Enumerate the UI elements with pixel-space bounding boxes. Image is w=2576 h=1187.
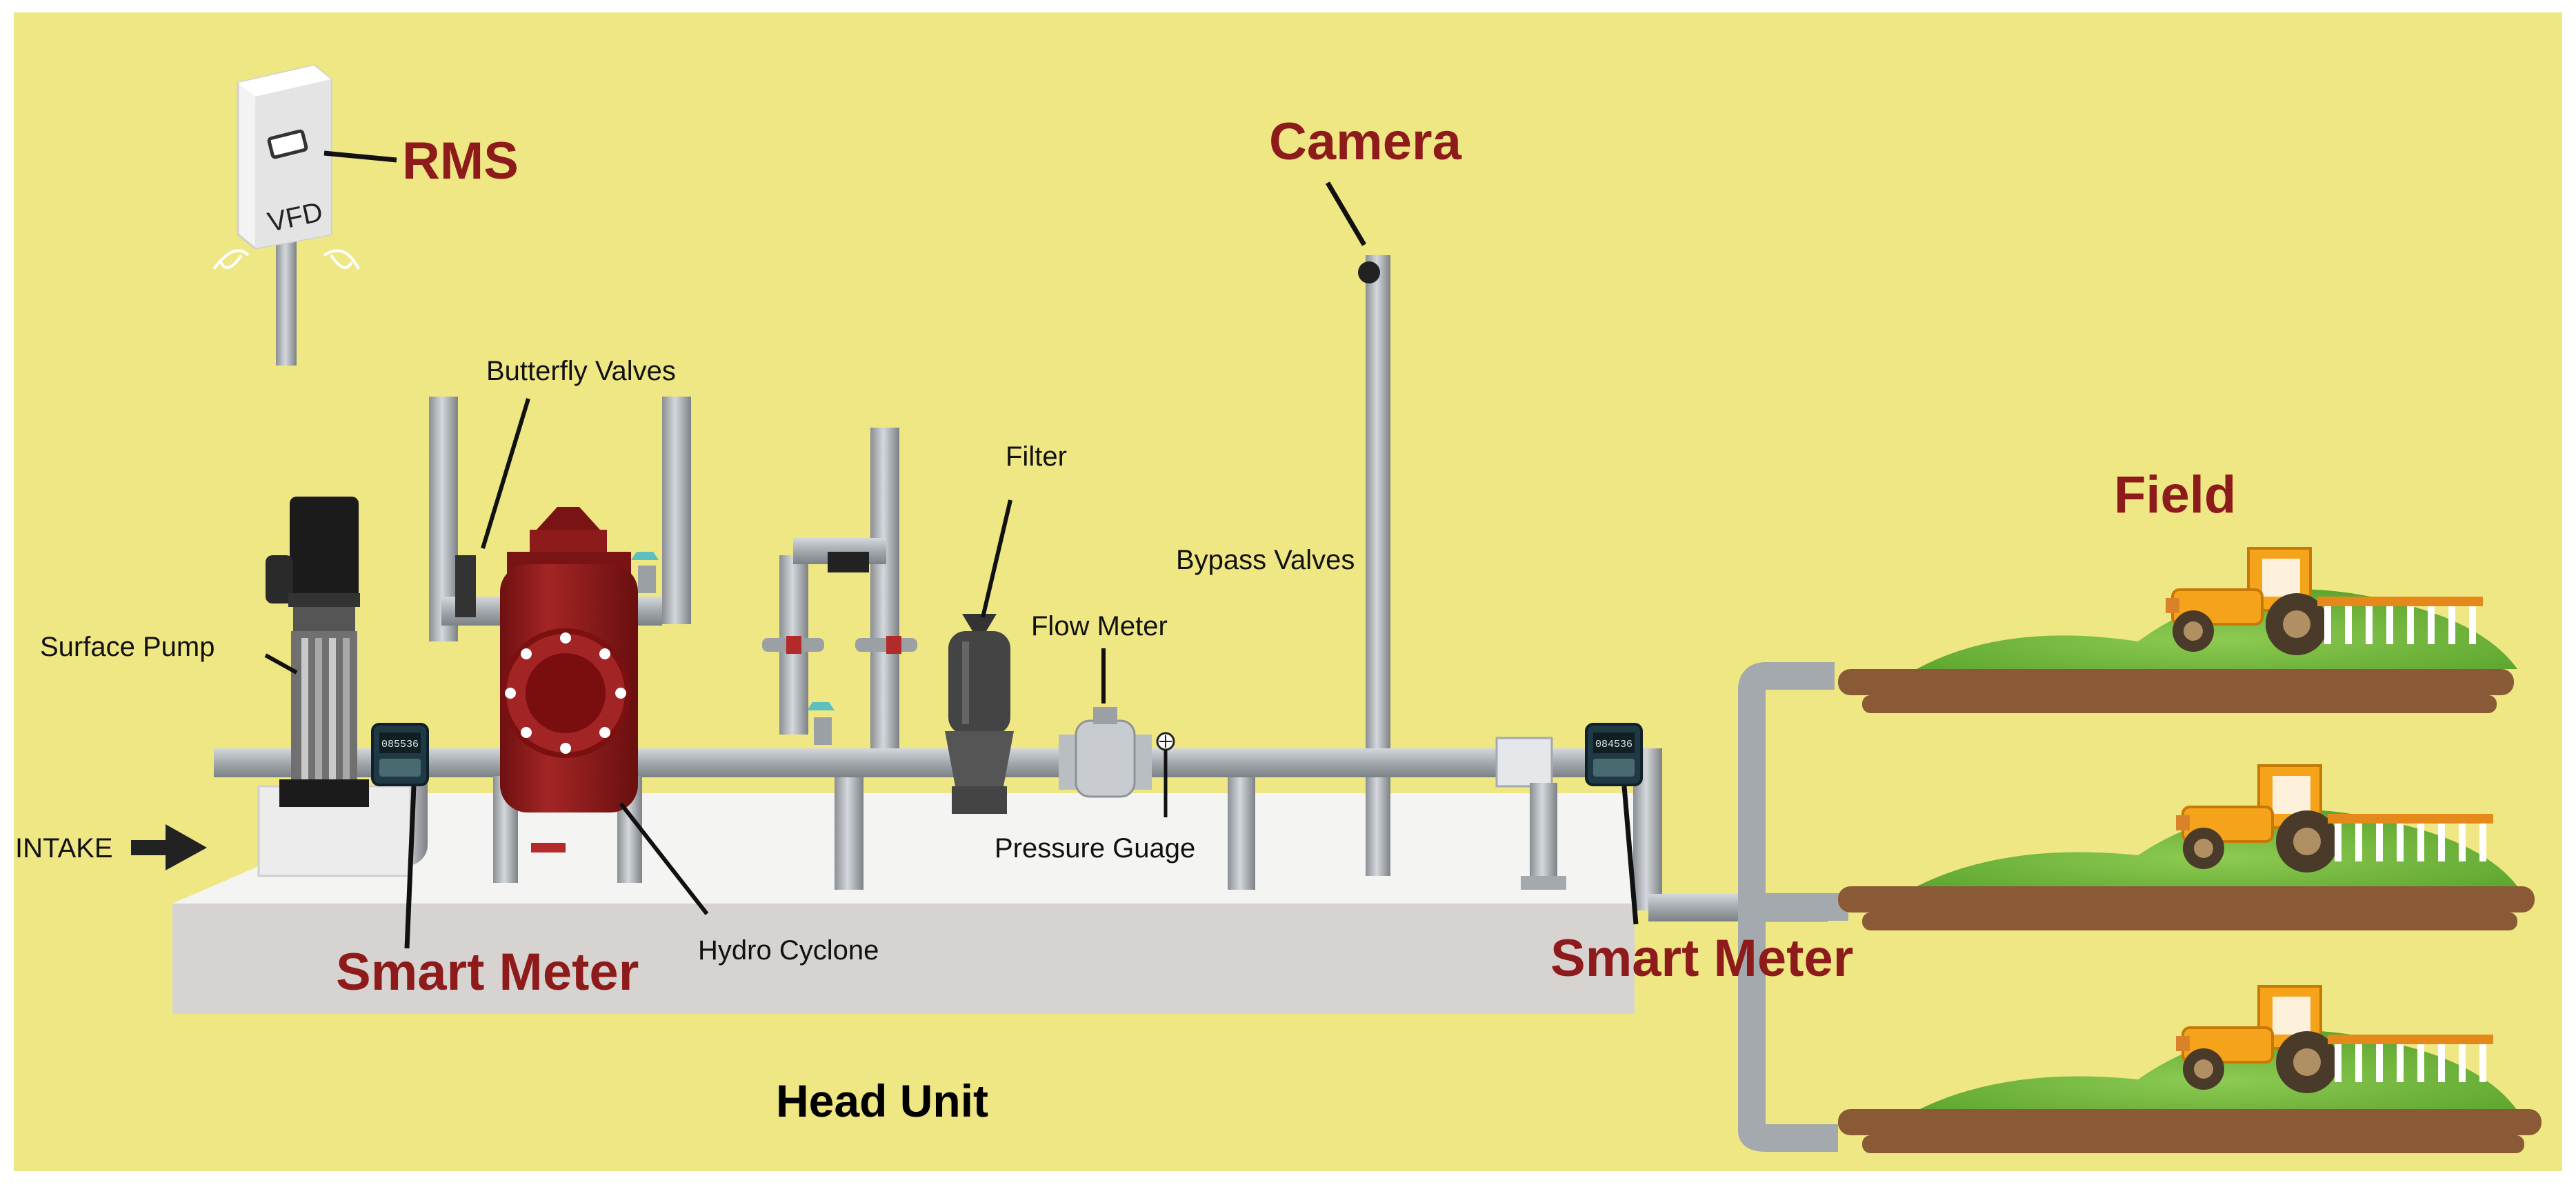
head-unit-platform xyxy=(172,793,1635,1014)
smart-meter-right-pointer xyxy=(1621,786,1639,925)
butterfly-valve-handles xyxy=(455,552,917,852)
rms-pointer xyxy=(323,150,397,163)
field-label: Field xyxy=(2114,466,2237,524)
hydro-cyclone xyxy=(493,507,642,879)
smart-meter-left-device: 085536 xyxy=(371,723,429,786)
camera-pointer xyxy=(1325,181,1367,246)
surface-pump xyxy=(257,497,412,877)
camera-label: Camera xyxy=(1269,112,1461,171)
filter-label: Filter xyxy=(1006,441,1067,472)
surface-pump-pointer xyxy=(264,653,298,675)
field-row-1 xyxy=(1838,547,2517,713)
smart-meter-right-label: Smart Meter xyxy=(1550,929,1854,988)
field-row-2 xyxy=(1838,764,2535,930)
smart-meter-left-reading: 085536 xyxy=(381,739,419,750)
butterfly-valves-label: Butterfly Valves xyxy=(486,356,676,386)
surface-pump-label: Surface Pump xyxy=(40,632,215,662)
smart-meter-right-reading: 084536 xyxy=(1595,739,1633,750)
smart-meter-right-device: 084536 xyxy=(1585,723,1643,786)
smart-meter-left-pointer xyxy=(404,786,417,949)
flow-meter-device xyxy=(1059,707,1152,798)
hydro-cyclone-label: Hydro Cyclone xyxy=(698,935,879,966)
pressure-gauge-label: Pressure Guage xyxy=(995,833,1196,864)
flow-meter-label: Flow Meter xyxy=(1031,611,1168,641)
head-unit-title: Head Unit xyxy=(776,1075,989,1126)
filter-device xyxy=(945,614,1014,814)
rms-label: RMS xyxy=(402,132,519,190)
hydro-cyclone-pointer xyxy=(619,802,709,915)
intake-arrow xyxy=(131,824,207,870)
butterfly-valves-pointer xyxy=(481,398,530,549)
pressure-gauge-device xyxy=(1156,732,1175,817)
field-row-3 xyxy=(1838,985,2542,1153)
field-pipes xyxy=(1738,662,1848,1152)
bypass-valves-label: Bypass Valves xyxy=(1176,545,1355,575)
vfd-box xyxy=(212,64,360,366)
filter-pointer xyxy=(981,499,1012,618)
smart-meter-left-label: Smart Meter xyxy=(336,943,639,1001)
intake-label: INTAKE xyxy=(15,833,113,864)
